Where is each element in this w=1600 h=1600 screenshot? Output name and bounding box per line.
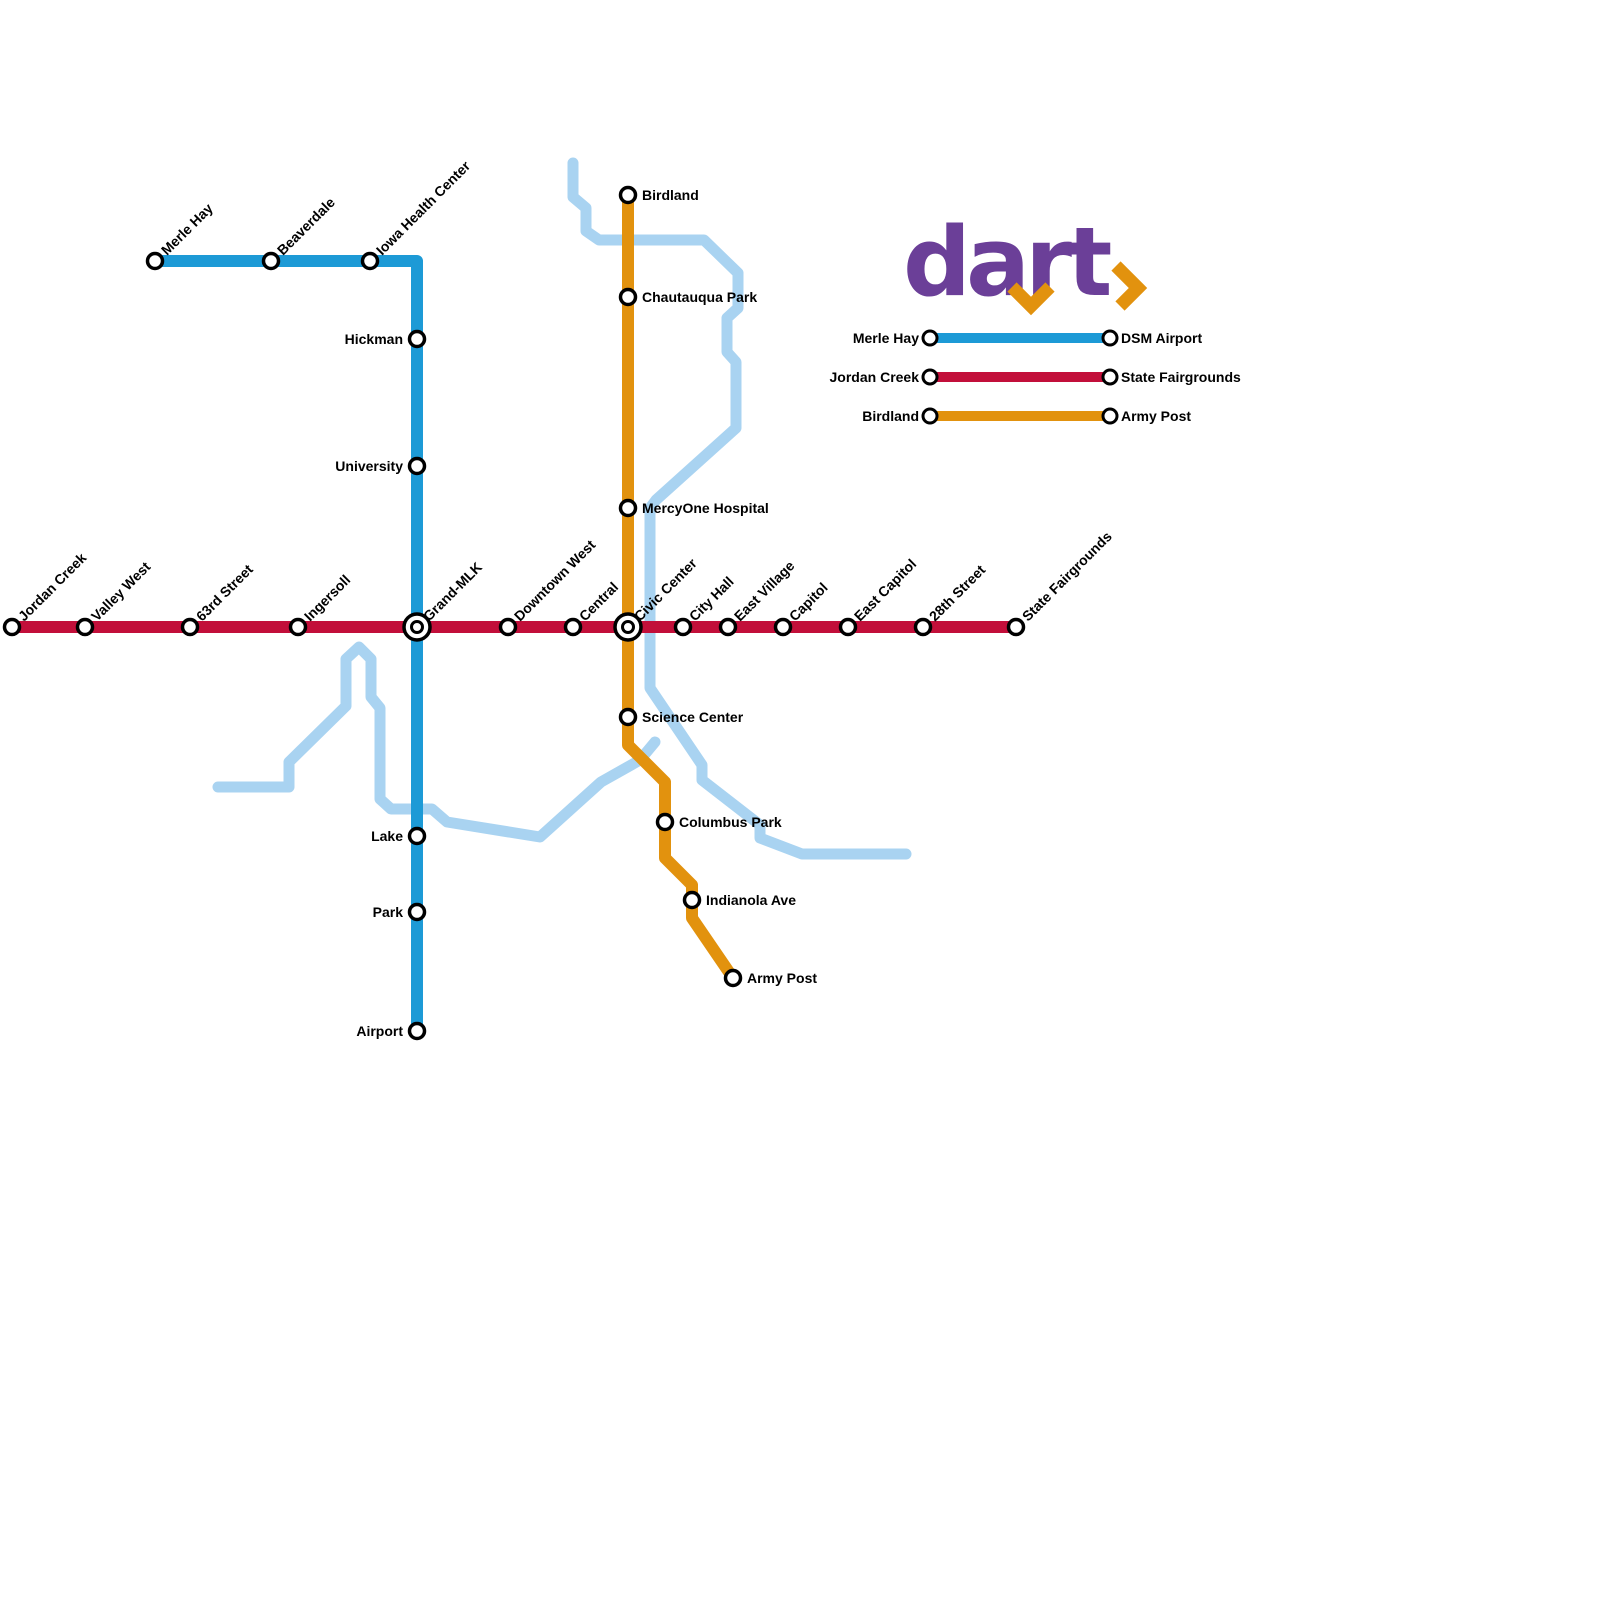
station-marker <box>407 1021 427 1041</box>
line-blue <box>155 255 423 1031</box>
station-marker <box>773 617 793 637</box>
river-path-1 <box>567 157 912 860</box>
station-marker <box>563 617 583 637</box>
station-label: Park <box>373 904 404 920</box>
station-label: Army Post <box>747 970 817 986</box>
station-marker <box>407 456 427 476</box>
station-marker <box>618 287 638 307</box>
station-marker <box>673 617 693 637</box>
station-label: Birdland <box>642 187 699 203</box>
station-marker <box>288 617 308 637</box>
station-marker <box>618 707 638 727</box>
river-path-2 <box>212 641 661 843</box>
station-label: Merle Hay <box>158 200 216 258</box>
legend-terminus-marker <box>921 329 939 347</box>
station-label: University <box>335 458 403 474</box>
station-label: City Hall <box>686 573 737 624</box>
station-label: Chautauqua Park <box>642 289 757 305</box>
legend-right-label: State Fairgrounds <box>1121 369 1241 385</box>
legend-left-label: Merle Hay <box>853 330 919 346</box>
station-marker <box>723 968 743 988</box>
dart-logo-accent-icon <box>1007 282 1055 316</box>
legend-terminus-marker <box>1101 407 1119 425</box>
station-label: Central <box>576 579 621 624</box>
station-marker <box>145 251 165 271</box>
legend-terminus-marker <box>1101 368 1119 386</box>
station-label: Airport <box>356 1023 403 1039</box>
station-marker <box>261 251 281 271</box>
station-label: Grand-MLK <box>420 559 485 624</box>
station-marker <box>655 812 675 832</box>
legend-right-label: DSM Airport <box>1121 330 1202 346</box>
station-label: Columbus Park <box>679 814 782 830</box>
legend-left-label: Jordan Creek <box>830 369 920 385</box>
station-marker <box>618 185 638 205</box>
legend-terminus-marker <box>921 407 939 425</box>
station-label: MercyOne Hospital <box>642 500 769 516</box>
station-marker <box>682 890 702 910</box>
station-marker <box>75 617 95 637</box>
station-label: Valley West <box>88 558 154 624</box>
station-marker <box>838 617 858 637</box>
station-label: Hickman <box>345 331 403 347</box>
station-label: Capitol <box>786 579 831 624</box>
station-marker <box>1006 617 1026 637</box>
station-marker <box>498 617 518 637</box>
station-label: Ingersoll <box>301 572 354 625</box>
station-label: Science Center <box>642 709 744 725</box>
legend-right-label: Army Post <box>1121 408 1191 424</box>
station-label: Lake <box>371 828 403 844</box>
station-marker <box>618 498 638 518</box>
legend-terminus-marker <box>921 368 939 386</box>
station-label: 63rd Street <box>193 561 256 624</box>
station-marker <box>718 617 738 637</box>
station-label: Iowa Health Center <box>373 157 474 258</box>
station-marker <box>180 617 200 637</box>
dart-logo-text: dart <box>903 208 1111 318</box>
station-label: State Fairgrounds <box>1019 528 1115 624</box>
legend-terminus-marker <box>1101 329 1119 347</box>
station-marker <box>360 251 380 271</box>
station-label: East Capitol <box>851 556 920 625</box>
station-marker <box>2 617 22 637</box>
station-marker <box>407 826 427 846</box>
line-orange <box>622 195 738 982</box>
station-marker <box>913 617 933 637</box>
station-marker <box>407 902 427 922</box>
station-label: Jordan Creek <box>15 549 90 624</box>
station-label: Indianola Ave <box>706 892 796 908</box>
station-marker <box>407 329 427 349</box>
station-marker-interchange-inner <box>621 620 635 634</box>
dart-logo-accent-icon <box>1111 261 1148 311</box>
station-label: Beaverdale <box>274 194 338 258</box>
station-label: 28th Street <box>926 561 989 624</box>
station-marker-interchange-inner <box>410 620 424 634</box>
legend-left-label: Birdland <box>862 408 919 424</box>
